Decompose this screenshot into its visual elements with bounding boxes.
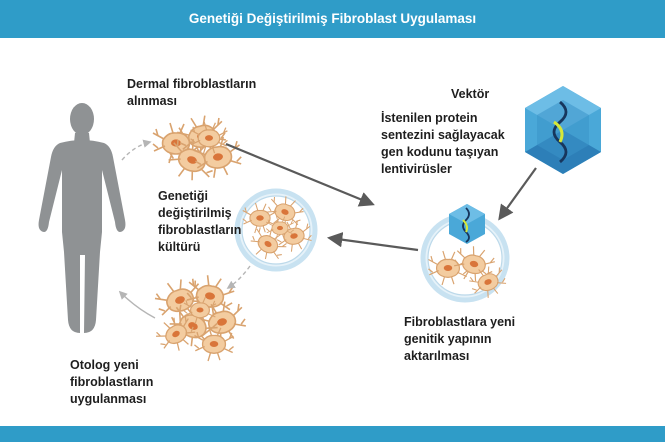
footer-bar	[0, 426, 665, 442]
header-title: Genetiği Değiştirilmiş Fibroblast Uygula…	[188, 11, 477, 26]
culture-dish-icon	[234, 188, 318, 272]
process-arrows	[118, 139, 537, 319]
culture-label: Genetiği değiştirilmiş fibroblastların k…	[158, 189, 242, 254]
transfer-label: Fibroblastlara yeni genitik yapının akta…	[404, 315, 516, 363]
human-silhouette-icon	[38, 103, 126, 333]
arrow-culture-to-cluster	[226, 265, 251, 289]
autologous-fibroblast-cluster	[150, 271, 251, 362]
lentivirus-icon	[525, 86, 601, 174]
arrow-human-to-cells	[121, 139, 152, 161]
vector-title-label: Vektör	[451, 87, 490, 101]
vector-description-label: İstenilen protein sentezini sağlayacak g…	[381, 111, 505, 176]
transduction-dish-icon	[420, 204, 510, 303]
dermal-fibroblast-label: Dermal fibroblastların alınması	[127, 77, 257, 108]
arrow-cluster-to-human	[118, 290, 156, 319]
dermal-fibroblast-cluster	[152, 109, 245, 188]
process-diagram	[38, 86, 601, 362]
arrow-transduction-to-culture	[326, 232, 419, 252]
autologous-label: Otolog yeni fibroblastların uygulanması	[70, 358, 154, 406]
arrow-cells-to-transduction	[225, 142, 375, 207]
small-lentivirus-icon	[449, 204, 485, 244]
header-bar: Genetiği Değiştirilmiş Fibroblast Uygula…	[0, 0, 665, 38]
arrow-virus-to-dish	[498, 167, 537, 221]
